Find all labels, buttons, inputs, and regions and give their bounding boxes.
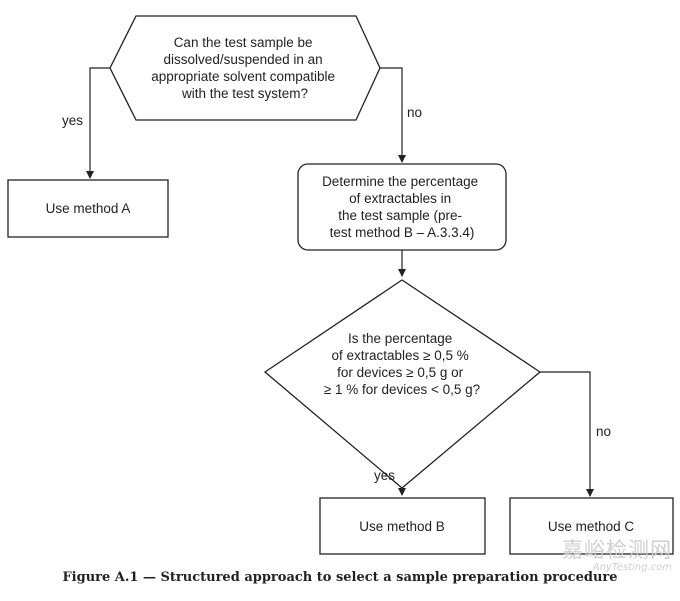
method-b-label: Use method B	[359, 519, 445, 534]
decision-q2-text: Is the percentage of extractables ≥ 0,5 …	[324, 331, 480, 397]
edge-q2-no	[540, 371, 594, 497]
method-c-box	[509, 497, 674, 555]
edge-label-q2-yes: yes	[374, 468, 395, 483]
edge-q1-no	[380, 67, 406, 163]
edge-label-q1-no: no	[407, 105, 422, 120]
figure-caption: Figure A.1 — Structured approach to sele…	[62, 570, 618, 585]
watermark: 嘉峪检测网 AnyTesting.com	[512, 538, 672, 574]
watermark-text: 嘉峪检测网	[562, 538, 672, 562]
method-a-label: Use method A	[46, 201, 131, 216]
decision-q1-shape	[109, 15, 381, 121]
decision-q1-text: Can the test sample be dissolved/suspend…	[151, 35, 339, 101]
determine-text: Determine the percentage of extractables…	[322, 174, 482, 240]
determine-box	[297, 163, 507, 251]
edge-label-q1-yes: yes	[62, 113, 83, 128]
method-c-label: Use method C	[548, 519, 635, 534]
watermark-url: AnyTesting.com	[592, 562, 672, 573]
decision-q2-shape	[263, 279, 542, 489]
method-a-box	[7, 179, 169, 238]
edge-label-q2-no: no	[596, 424, 611, 439]
method-b-box	[319, 497, 486, 555]
flowchart: Can the test sample be dissolved/suspend…	[7, 15, 674, 555]
edge-q1-yes	[86, 67, 110, 179]
